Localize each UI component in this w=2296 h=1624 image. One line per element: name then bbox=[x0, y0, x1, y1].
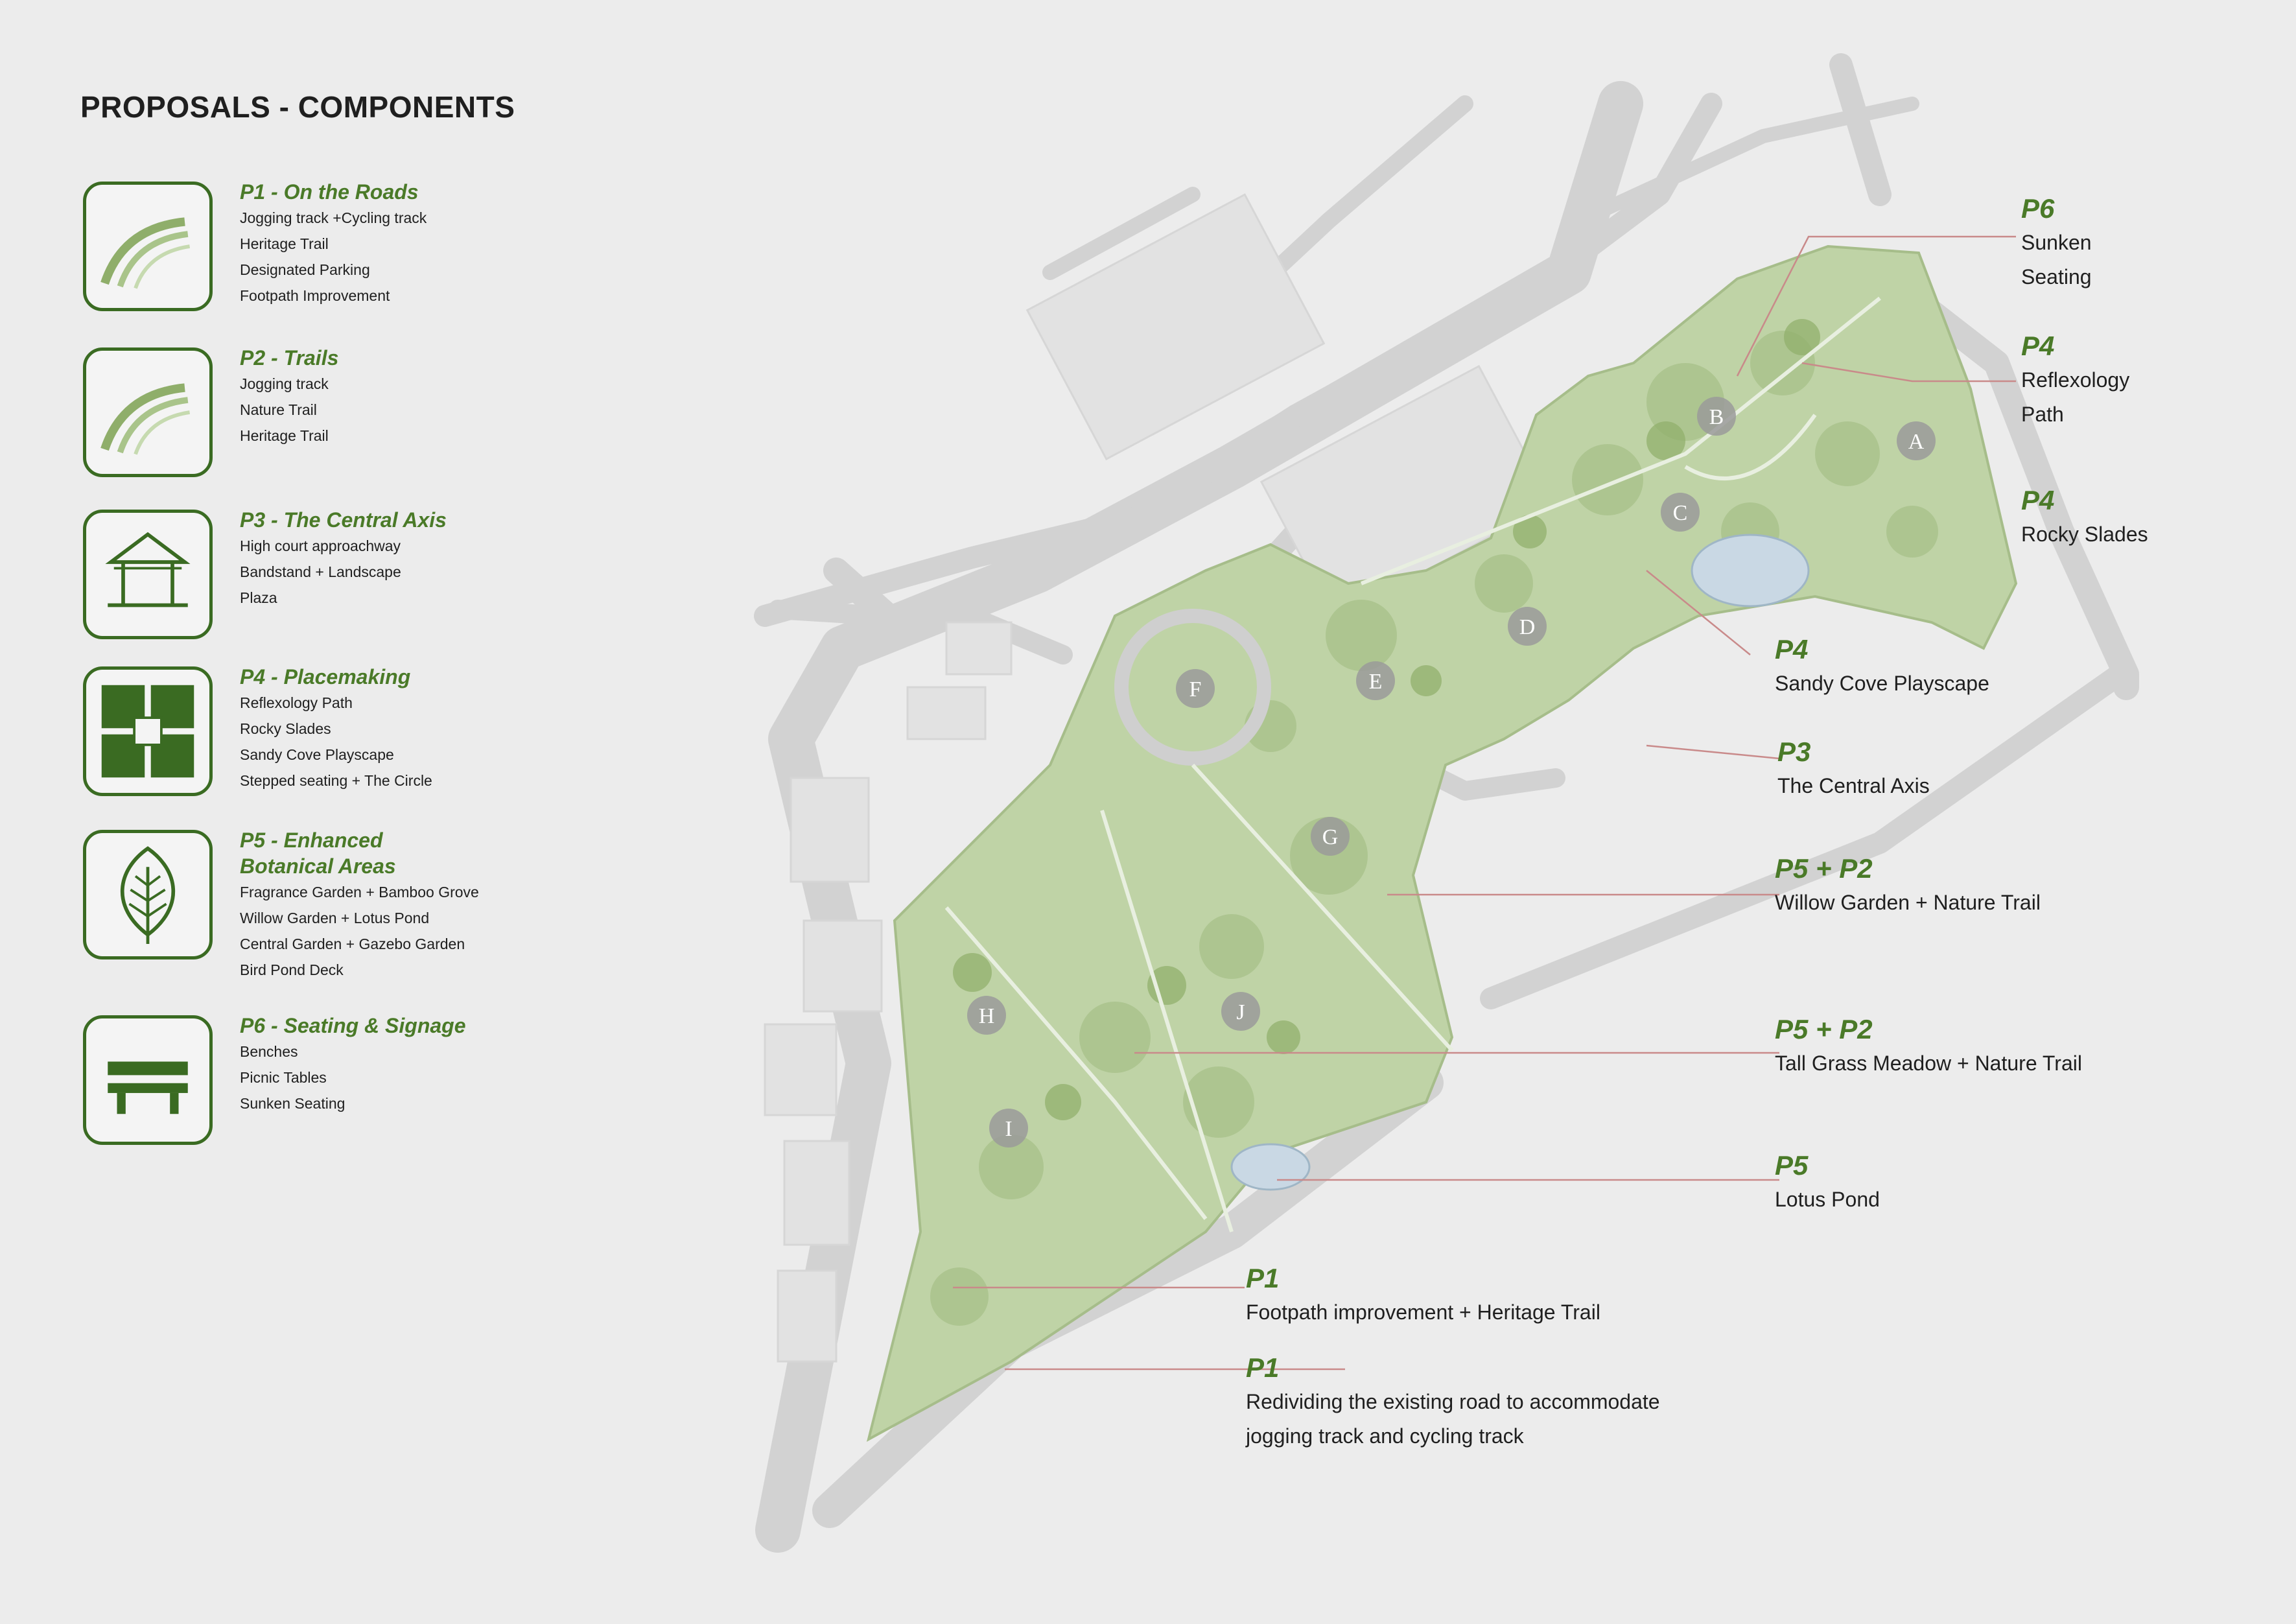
callout-p3-central-axis: P3 The Central Axis bbox=[1777, 735, 1930, 803]
callout-p1-footpath: P1 Footpath improvement + Heritage Trail bbox=[1246, 1262, 1600, 1330]
zone-marker-f: F bbox=[1176, 669, 1215, 708]
svg-text:G: G bbox=[1322, 825, 1339, 849]
legend-line: Heritage Trail bbox=[240, 235, 329, 252]
svg-text:I: I bbox=[1005, 1117, 1012, 1141]
legend-heading: P6 - Seating & Signage bbox=[240, 1014, 466, 1037]
callout-code: P4 bbox=[1775, 634, 1809, 665]
legend-line: Sandy Cove Playscape bbox=[240, 746, 394, 763]
plaza-grid-icon bbox=[83, 666, 213, 796]
callout-code: P1 bbox=[1246, 1263, 1280, 1293]
roundabout bbox=[1114, 609, 1271, 766]
svg-text:B: B bbox=[1709, 405, 1724, 429]
callout-code: P1 bbox=[1246, 1352, 1280, 1383]
callout-p1-road-redivision: P1 Redividing the existing road to accom… bbox=[1246, 1351, 1660, 1453]
legend-line: Rocky Slades bbox=[240, 720, 331, 737]
bandstand-icon bbox=[83, 510, 213, 639]
leaf-icon bbox=[83, 830, 213, 959]
callout-desc: Rocky Slades bbox=[2021, 523, 2148, 546]
callout-desc: Redividing the existing road to accommod… bbox=[1246, 1390, 1660, 1448]
callout-desc: Willow Garden + Nature Trail bbox=[1775, 891, 2041, 914]
callout-code: P6 bbox=[2021, 193, 2055, 224]
zone-marker-j: J bbox=[1221, 992, 1260, 1031]
callout-code: P5 + P2 bbox=[1775, 853, 1873, 884]
legend-line: Central Garden + Gazebo Garden bbox=[240, 936, 465, 952]
legend-heading: P5 - Enhanced Botanical Areas bbox=[240, 829, 396, 878]
callout-code: P5 + P2 bbox=[1775, 1014, 1873, 1044]
zone-marker-g: G bbox=[1311, 817, 1350, 856]
legend-heading: P4 - Placemaking bbox=[240, 665, 411, 688]
svg-text:E: E bbox=[1369, 670, 1383, 694]
callout-desc: Lotus Pond bbox=[1775, 1188, 1880, 1211]
callout-desc: Sunken Seating bbox=[2021, 231, 2092, 288]
legend-heading: P1 - On the Roads bbox=[240, 180, 419, 204]
legend-line: Sunken Seating bbox=[240, 1095, 346, 1112]
legend-line: Heritage Trail bbox=[240, 427, 329, 444]
callout-leaders bbox=[953, 235, 2016, 1371]
zone-marker-a: A bbox=[1897, 421, 1936, 460]
legend-line: Bird Pond Deck bbox=[240, 961, 344, 978]
legend-line: Designated Parking bbox=[240, 261, 370, 278]
legend-line: Reflexology Path bbox=[240, 694, 353, 711]
callout-p4-rocky-slades: P4 Rocky Slades bbox=[2021, 484, 2148, 552]
callout-p5-lotus-pond: P5 Lotus Pond bbox=[1775, 1149, 1880, 1217]
svg-text:F: F bbox=[1189, 677, 1202, 701]
legend-heading: P2 - Trails bbox=[240, 346, 339, 370]
svg-text:J: J bbox=[1236, 1000, 1245, 1024]
road-curve-icon bbox=[83, 182, 213, 311]
callout-desc: Sandy Cove Playscape bbox=[1775, 672, 1989, 695]
zone-marker-e: E bbox=[1356, 661, 1395, 700]
callout-desc: Tall Grass Meadow + Nature Trail bbox=[1775, 1052, 2082, 1075]
zone-marker-h: H bbox=[967, 996, 1006, 1035]
legend-line: Willow Garden + Lotus Pond bbox=[240, 910, 430, 926]
callout-desc: Footpath improvement + Heritage Trail bbox=[1246, 1300, 1600, 1324]
page-title: PROPOSALS - COMPONENTS bbox=[80, 90, 515, 124]
svg-text:H: H bbox=[979, 1004, 995, 1028]
legend-line: Footpath Improvement bbox=[240, 287, 390, 304]
lotus-pond bbox=[1230, 1143, 1311, 1191]
svg-text:D: D bbox=[1519, 615, 1536, 639]
legend-line: Stepped seating + The Circle bbox=[240, 772, 432, 789]
zone-marker-i: I bbox=[989, 1109, 1028, 1147]
callout-p5p2-tall-grass-meadow: P5 + P2 Tall Grass Meadow + Nature Trail bbox=[1775, 1013, 2082, 1081]
zone-marker-c: C bbox=[1661, 493, 1700, 532]
legend-line: Nature Trail bbox=[240, 401, 317, 418]
callout-p4-sandy-cove: P4 Sandy Cove Playscape bbox=[1775, 633, 1989, 701]
legend-line: High court approachway bbox=[240, 537, 401, 554]
callout-code: P3 bbox=[1777, 736, 1811, 767]
legend-line: Picnic Tables bbox=[240, 1069, 327, 1086]
legend-line: Benches bbox=[240, 1043, 298, 1060]
legend-line: Plaza bbox=[240, 589, 277, 606]
legend-line: Jogging track +Cycling track bbox=[240, 209, 427, 226]
callout-desc: The Central Axis bbox=[1777, 774, 1930, 797]
svg-text:A: A bbox=[1908, 430, 1925, 454]
callout-p4-reflexology-path: P4 Reflexology Path bbox=[2021, 329, 2129, 432]
callout-code: P4 bbox=[2021, 331, 2055, 361]
svg-text:C: C bbox=[1673, 501, 1688, 525]
callout-code: P5 bbox=[1775, 1150, 1809, 1181]
zone-markers: A B C D E F G H I J bbox=[967, 397, 1936, 1147]
callout-p6-sunken-seating: P6 Sunken Seating bbox=[2021, 192, 2092, 294]
legend-heading: P3 - The Central Axis bbox=[240, 508, 447, 532]
callout-p5p2-willow-garden: P5 + P2 Willow Garden + Nature Trail bbox=[1775, 852, 2041, 920]
callout-code: P4 bbox=[2021, 485, 2055, 515]
bench-icon bbox=[83, 1015, 213, 1145]
callout-desc: Reflexology Path bbox=[2021, 368, 2130, 426]
legend-line: Bandstand + Landscape bbox=[240, 563, 401, 580]
zone-marker-d: D bbox=[1508, 607, 1547, 646]
building-footprints bbox=[764, 193, 1554, 1363]
pond bbox=[1691, 534, 1810, 607]
legend-line: Fragrance Garden + Bamboo Grove bbox=[240, 884, 479, 900]
trail-curve-icon bbox=[83, 347, 213, 477]
legend-line: Jogging track bbox=[240, 375, 329, 392]
zone-marker-b: B bbox=[1697, 397, 1736, 436]
